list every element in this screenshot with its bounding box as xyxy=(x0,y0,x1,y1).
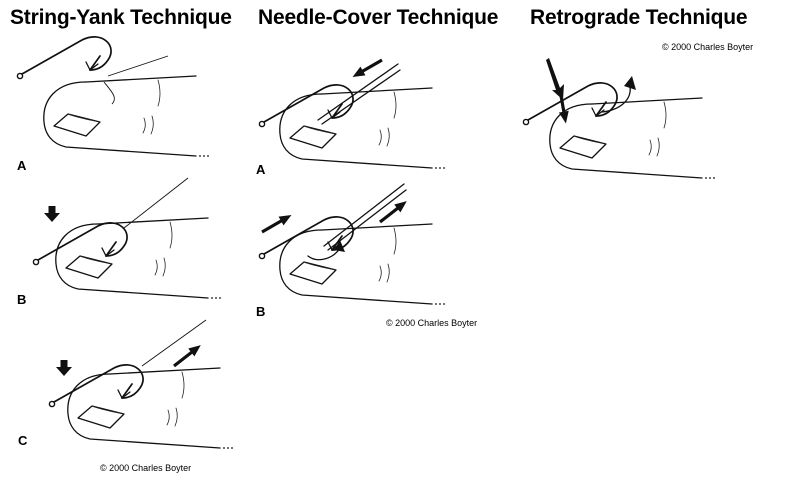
string-yank-a-illustration xyxy=(16,36,210,158)
title-string-yank: String-Yank Technique xyxy=(10,6,232,29)
title-needle-cover: Needle-Cover Technique xyxy=(258,6,499,29)
string-yank-step-c-label: C xyxy=(18,433,28,448)
needle-cover-copyright: © 2000 Charles Boyter xyxy=(386,318,478,328)
needle-cover-step-b-label: B xyxy=(256,304,266,319)
string-yank-step-a-label: A xyxy=(17,158,27,173)
retrograde-copyright: © 2000 Charles Boyter xyxy=(662,42,754,52)
needle-cover-b-illustration xyxy=(258,183,446,306)
retrograde-illustration xyxy=(522,58,716,180)
string-yank-step-b-label: B xyxy=(17,292,27,307)
string-yank-b-illustration xyxy=(32,177,222,300)
needle-cover-a-illustration xyxy=(258,55,446,170)
title-retrograde: Retrograde Technique xyxy=(530,6,748,29)
needle-cover-step-a-label: A xyxy=(256,162,266,177)
string-yank-c-illustration xyxy=(48,319,234,450)
string-yank-copyright: © 2000 Charles Boyter xyxy=(100,463,192,473)
